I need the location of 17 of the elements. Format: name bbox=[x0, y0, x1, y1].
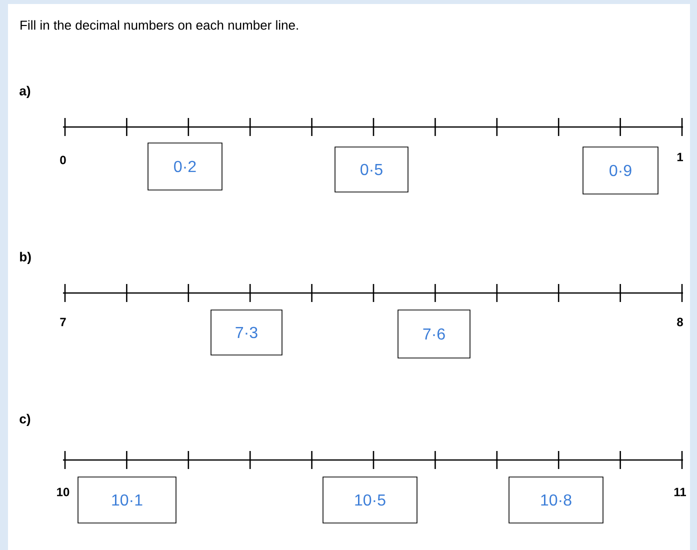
answer-box: 0·5 bbox=[334, 146, 408, 192]
part-letter: b) bbox=[20, 252, 31, 264]
endpoint-number: 8 bbox=[677, 318, 683, 326]
endpoint-number: 7 bbox=[60, 318, 66, 326]
answer-box: 0·9 bbox=[582, 146, 658, 194]
answer-box: 7·3 bbox=[210, 310, 282, 356]
part-letter: a) bbox=[20, 86, 30, 98]
answer-box: 7·6 bbox=[398, 310, 470, 358]
endpoint-number: 0 bbox=[60, 156, 66, 164]
part-letter: c) bbox=[20, 414, 30, 426]
answer-box: 10·5 bbox=[322, 476, 418, 524]
endpoint-number: 11 bbox=[674, 488, 686, 496]
instruction-text: Fill in the decimal numbers on each number line. bbox=[20, 20, 298, 30]
answer-box: 0·2 bbox=[148, 142, 222, 190]
endpoint-number: 1 bbox=[677, 152, 683, 162]
answer-box: 10·1 bbox=[78, 476, 176, 524]
answer-box: 10·8 bbox=[508, 476, 604, 524]
